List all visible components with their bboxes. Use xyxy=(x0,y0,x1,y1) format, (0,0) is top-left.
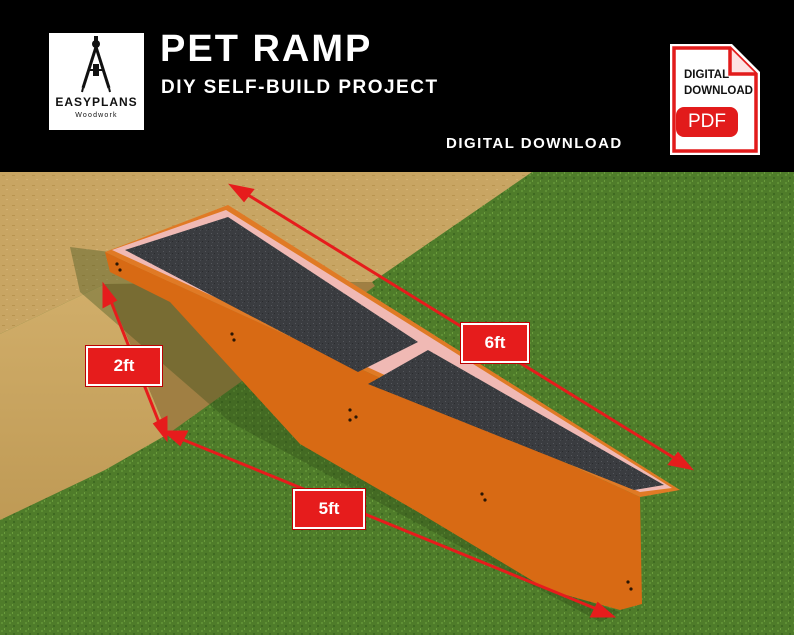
brand-logo: EASYPLANS Woodwork xyxy=(49,33,144,130)
dimension-length-label: 6ft xyxy=(461,323,529,363)
pdf-format-text: PDF xyxy=(688,111,726,132)
ramp-illustration xyxy=(0,172,794,635)
download-caption: DIGITAL DOWNLOAD xyxy=(446,135,623,152)
logo-tagline: Woodwork xyxy=(75,112,118,119)
page-subtitle: DIY SELF-BUILD PROJECT xyxy=(161,77,439,98)
pdf-label-line2: DOWNLOAD xyxy=(684,85,753,97)
dimension-base-label: 5ft xyxy=(293,489,365,529)
ramp-screws xyxy=(115,262,633,591)
pdf-format-badge: PDF xyxy=(676,107,738,137)
dimension-height-label: 2ft xyxy=(86,346,162,386)
logo-brand-text: EASYPLANS xyxy=(55,95,138,109)
carpet-panel-lower xyxy=(368,350,664,490)
carpet-panel-upper xyxy=(125,217,418,372)
ramp-side-board xyxy=(105,252,642,610)
header-bar: EASYPLANS Woodwork PET RAMP DIY SELF-BUI… xyxy=(0,0,794,172)
page-title: PET RAMP xyxy=(160,28,373,70)
pdf-file-icon xyxy=(670,44,760,155)
drafting-compass-icon xyxy=(81,36,111,93)
pdf-label-line1: DIGITAL xyxy=(684,69,730,81)
